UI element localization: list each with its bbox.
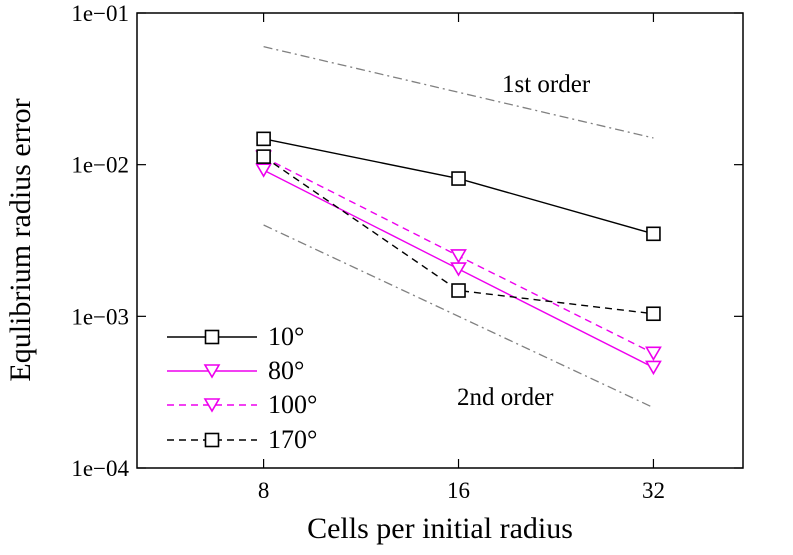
series-4 xyxy=(256,149,661,322)
legend-marker xyxy=(203,398,221,413)
legend-label: 10° xyxy=(268,322,304,351)
y-tick-label: 1e−03 xyxy=(71,304,129,329)
series-2 xyxy=(255,163,662,376)
data-point xyxy=(255,163,272,178)
data-point xyxy=(645,360,662,376)
plot-frame xyxy=(136,12,744,469)
data-point xyxy=(256,131,271,147)
legend-marker xyxy=(204,432,220,448)
y-tick-label: 1e−01 xyxy=(71,1,129,26)
legend-label: 170° xyxy=(268,425,317,454)
x-axis-label: Cells per initial radius xyxy=(307,512,573,545)
data-point xyxy=(256,149,271,164)
legend-marker xyxy=(204,329,220,345)
data-point xyxy=(451,171,466,186)
data-point xyxy=(646,306,661,322)
reference-line-1 xyxy=(263,46,654,139)
legend-marker xyxy=(203,364,221,379)
x-tick-label: 32 xyxy=(642,478,665,503)
ticks: 8 16 32 1e−04 1e−03 1e−02 1e−01 xyxy=(71,1,743,503)
reference-line-2 xyxy=(263,224,654,409)
series-line xyxy=(263,156,654,315)
reference-lines xyxy=(263,46,654,409)
y-axis-label: Equlibrium radius error xyxy=(4,98,37,381)
annotation-1st-order: 1st order xyxy=(502,71,591,98)
legend-entry-100: 100° xyxy=(167,390,317,419)
legend-label: 100° xyxy=(268,390,317,419)
series-layer xyxy=(255,131,662,376)
y-tick-label: 1e−02 xyxy=(71,153,129,178)
data-point xyxy=(450,262,467,277)
data-point xyxy=(646,226,661,242)
annotation-2nd-order: 2nd order xyxy=(457,384,554,411)
y-tick-label: 1e−04 xyxy=(71,456,129,481)
x-tick-label: 8 xyxy=(258,478,270,503)
legend-label: 80° xyxy=(268,356,304,385)
series-1 xyxy=(256,131,661,242)
legend-entry-10: 10° xyxy=(167,322,304,351)
x-tick-label: 16 xyxy=(447,478,470,503)
legend-entry-170: 170° xyxy=(167,425,317,454)
legend: 10° 80° 100° 170° xyxy=(167,322,317,454)
data-point xyxy=(451,283,466,298)
legend-entry-80: 80° xyxy=(167,356,304,385)
data-point xyxy=(645,346,662,361)
data-point xyxy=(450,249,467,264)
